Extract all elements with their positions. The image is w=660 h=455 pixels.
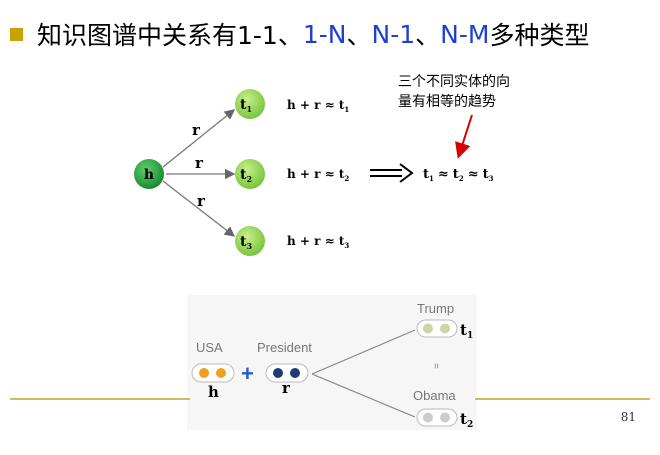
title-part-types: 多种类型 bbox=[489, 21, 590, 50]
page-number: 81 bbox=[620, 410, 636, 424]
annotation-line-1: 三个不同实体的向 bbox=[398, 74, 510, 90]
red-arrow-icon bbox=[455, 114, 473, 159]
title-part-1: 知识图谱中关系有1-1、 bbox=[37, 21, 303, 50]
title-part-nm: N-M bbox=[440, 19, 490, 49]
h-label: h bbox=[208, 383, 219, 401]
head-node bbox=[134, 159, 164, 189]
obama-vector bbox=[416, 408, 458, 427]
title-sep-2: 、 bbox=[415, 21, 441, 50]
edge-h-t3 bbox=[162, 180, 236, 237]
annotation-line-2: 量有相等的趋势 bbox=[398, 93, 496, 110]
equation-2: h + r ≈ t2 bbox=[287, 167, 349, 183]
edge-label-3: r bbox=[197, 192, 206, 210]
head-node-label: h bbox=[144, 167, 154, 183]
edge-h-t1 bbox=[162, 109, 236, 168]
tail-node-2-label: t2 bbox=[240, 167, 252, 184]
tail-node-3 bbox=[235, 226, 265, 256]
double-arrow-icon bbox=[370, 163, 414, 183]
tail-node-2 bbox=[235, 159, 265, 189]
r-label: r bbox=[282, 379, 291, 397]
t2-label: t2 bbox=[460, 410, 473, 430]
tail-node-3-label: t3 bbox=[240, 234, 252, 251]
equation-3: h + r ≈ t3 bbox=[287, 234, 349, 250]
usa-label: USA bbox=[196, 340, 223, 355]
bullet-icon bbox=[10, 27, 23, 41]
title-part-n1: N-1 bbox=[371, 19, 416, 49]
result-equation: t1≈t2≈t3 bbox=[423, 167, 494, 183]
t1-label: t1 bbox=[460, 321, 473, 341]
obama-label: Obama bbox=[413, 388, 456, 403]
trump-vector bbox=[416, 319, 458, 338]
tail-node-1-label: t1 bbox=[240, 97, 252, 114]
trump-label: Trump bbox=[417, 301, 454, 316]
edge-label-2: r bbox=[195, 154, 204, 172]
title-sep-1: 、 bbox=[346, 21, 372, 50]
plus-sign: + bbox=[241, 361, 254, 386]
title-part-1n: 1-N bbox=[302, 19, 347, 49]
bottom-panel-bg bbox=[187, 295, 477, 430]
bottom-edges bbox=[311, 329, 416, 418]
usa-vector bbox=[191, 363, 235, 383]
edge-label-1: r bbox=[192, 121, 201, 139]
president-label: President bbox=[257, 340, 312, 355]
president-vector bbox=[265, 363, 309, 383]
equals-symbol: = bbox=[430, 363, 441, 369]
equation-1: h + r ≈ t1 bbox=[287, 98, 349, 114]
slide-title: 知识图谱中关系有1-1、 1-N 、 N-1 、 N-M 多种类型 bbox=[10, 12, 589, 56]
tail-node-1 bbox=[235, 89, 265, 119]
top-edges bbox=[162, 109, 236, 237]
